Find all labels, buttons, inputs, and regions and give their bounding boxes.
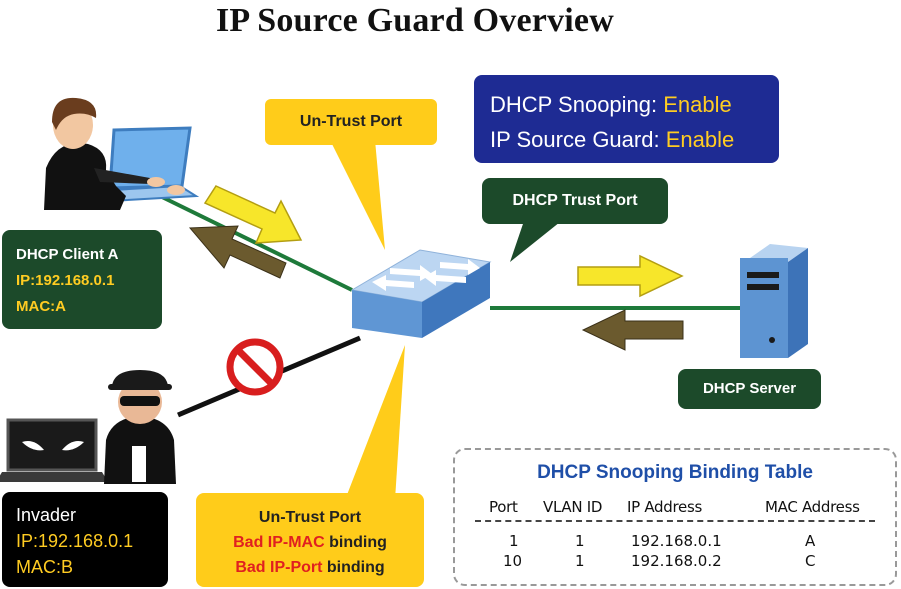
table-cell-mac: C xyxy=(805,552,816,570)
server-icon xyxy=(740,244,808,358)
trust-port-pointer xyxy=(510,218,565,262)
client-mac: MAC:A xyxy=(16,298,66,315)
dhcp-snooping-label: DHCP Snooping: xyxy=(490,92,664,117)
table-cell-port: 1 xyxy=(509,532,519,550)
bad-ip-port-line: Bad IP-Port binding xyxy=(196,555,424,580)
client-info-box: DHCP Client A IP:192.168.0.1 MAC:A xyxy=(2,230,162,329)
ip-source-guard-value: Enable xyxy=(665,127,735,152)
client-request-arrow xyxy=(203,185,303,244)
page-title: IP Source Guard Overview xyxy=(216,2,614,39)
untrust-bottom-pointer xyxy=(345,345,405,500)
switch-icon xyxy=(350,249,492,338)
table-cell-port: 10 xyxy=(503,552,523,570)
column-header-ip-address: IP Address xyxy=(627,498,702,516)
server-request-arrow xyxy=(577,254,684,298)
table-cell-ip: 192.168.0.2 xyxy=(631,552,722,570)
invader-user-icon xyxy=(104,370,176,484)
column-header-port: Port xyxy=(489,498,518,516)
dhcp-snooping-status: DHCP Snooping: Enable xyxy=(490,87,763,122)
untrust-port-callout: Un-Trust Port xyxy=(265,99,437,145)
binding-table: DHCP Snooping Binding Table Port VLAN ID… xyxy=(453,448,897,586)
table-divider xyxy=(475,520,875,522)
server-reply-arrow xyxy=(581,309,684,351)
bad-ip-mac-line: Bad IP-MAC binding xyxy=(196,530,424,555)
column-header-mac-address: MAC Address xyxy=(765,498,860,516)
block-icon xyxy=(226,338,284,396)
client-user-icon xyxy=(44,97,200,210)
binding-text-1: binding xyxy=(324,534,387,551)
client-ip: IP:192.168.0.1 xyxy=(16,272,115,289)
dhcp-server-label: DHCP Server xyxy=(678,369,821,409)
bad-ip-mac-text: Bad IP-MAC xyxy=(233,534,325,551)
table-cell-vlan: 1 xyxy=(575,532,585,550)
untrust-port-violation-callout: Un-Trust Port Bad IP-MAC binding Bad IP-… xyxy=(196,493,424,587)
untrust-port-bottom-title: Un-Trust Port xyxy=(258,509,362,526)
client-name: DHCP Client A xyxy=(16,246,119,263)
table-cell-mac: A xyxy=(805,532,816,550)
untrust-top-pointer xyxy=(330,140,385,250)
status-panel: DHCP Snooping: Enable IP Source Guard: E… xyxy=(474,75,779,163)
invader-info-box: Invader IP:192.168.0.1 MAC:B xyxy=(2,492,168,587)
table-cell-ip: 192.168.0.1 xyxy=(631,532,722,550)
invader-laptop-icon xyxy=(0,418,108,482)
dhcp-trust-port-label: DHCP Trust Port xyxy=(482,178,668,224)
invader-ip: IP:192.168.0.1 xyxy=(16,531,134,551)
binding-table-title: DHCP Snooping Binding Table xyxy=(537,462,813,483)
binding-text-2: binding xyxy=(322,559,385,576)
invader-mac: MAC:B xyxy=(16,557,74,577)
bad-ip-port-text: Bad IP-Port xyxy=(235,559,323,576)
invader-name: Invader xyxy=(16,505,77,525)
table-cell-vlan: 1 xyxy=(575,552,585,570)
ip-source-guard-label: IP Source Guard: xyxy=(490,127,666,152)
ip-source-guard-status: IP Source Guard: Enable xyxy=(490,122,763,157)
client-reply-arrow xyxy=(188,225,287,279)
dhcp-snooping-value: Enable xyxy=(663,92,732,117)
column-header-vlan-id: VLAN ID xyxy=(543,498,603,516)
